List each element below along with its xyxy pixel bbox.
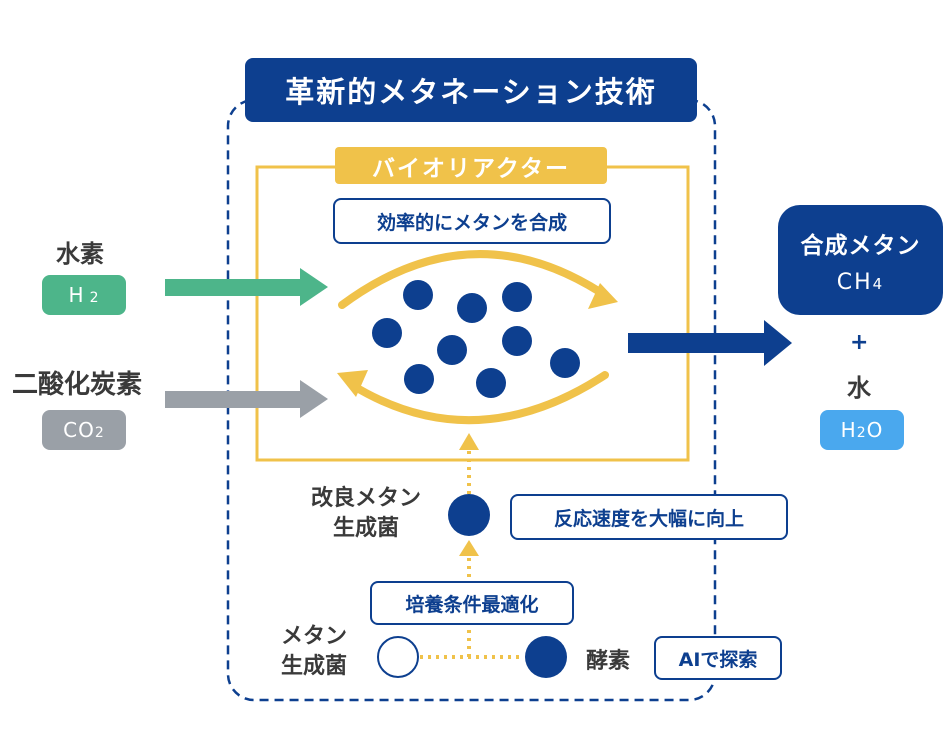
improved-caption-text: 反応速度を大幅に向上 <box>553 507 744 530</box>
hydrogen-arrow-shaft <box>165 279 303 296</box>
improved-methanogen-line2: 生成菌 <box>332 516 399 541</box>
improved-methanogen-circle <box>448 494 490 536</box>
hydrogen-formula-sub: 2 <box>89 290 100 306</box>
hydrogen-formula-main: H <box>68 283 85 307</box>
particle <box>437 335 467 365</box>
water-formula-pre: H <box>840 418 857 442</box>
reactor-caption-box: 効率的にメタンを合成 <box>333 198 611 244</box>
title-banner: 革新的メタネーション技術 <box>245 58 697 122</box>
title-text: 革新的メタネーション技術 <box>285 75 657 109</box>
methane-formula-main: CH <box>836 269 873 295</box>
methanogen-circle <box>377 636 419 678</box>
improved-caption-box: 反応速度を大幅に向上 <box>510 494 788 540</box>
methane-formula: CH4 <box>837 270 884 295</box>
output-arrow-head <box>764 320 792 366</box>
co2-formula-sub: 2 <box>94 425 105 441</box>
hydrogen-formula-pill: H 2 <box>42 275 126 315</box>
co2-formula-main: CO <box>63 418 95 442</box>
circulation-arrowhead-top <box>588 283 618 309</box>
bioreactor-label-text: バイオリアクター <box>372 155 570 182</box>
methane-formula-sub: 4 <box>872 274 885 293</box>
plus-sign: + <box>850 330 869 355</box>
methanogen-line1: メタン <box>280 624 347 649</box>
water-formula-sub: 2 <box>856 425 867 441</box>
particle <box>550 348 580 378</box>
hydrogen-label: 水素 <box>56 240 104 268</box>
co2-arrow-shaft <box>165 391 303 408</box>
circulation-arrow-top <box>338 250 604 309</box>
water-label: 水 <box>847 374 871 402</box>
reactor-caption-text: 効率的にメタンを合成 <box>376 211 567 234</box>
particle <box>502 326 532 356</box>
methane-name: 合成メタン <box>800 232 921 259</box>
culture-caption-text: 培養条件最適化 <box>405 593 539 616</box>
particle <box>403 280 433 310</box>
circulation-arrow-bottom <box>348 371 609 425</box>
particle <box>502 282 532 312</box>
hydrogen-arrow-head <box>300 268 328 306</box>
culture-caption-box: 培養条件最適化 <box>370 581 574 625</box>
co2-formula-pill: CO 2 <box>42 410 126 450</box>
bioreactor-label: バイオリアクター <box>335 147 607 184</box>
ai-caption-box: AIで探索 <box>654 636 782 680</box>
improved-methanogen-label: 改良メタン 生成菌 <box>296 484 436 544</box>
dotted-arrowhead-upper <box>459 433 479 450</box>
dotted-arrowhead-lower <box>459 540 479 556</box>
circulation-arrowhead-bottom <box>337 370 368 397</box>
methane-product-box: 合成メタン CH4 <box>778 205 943 315</box>
methanogen-line2: 生成菌 <box>280 654 347 679</box>
ai-caption-text: AIで探索 <box>678 648 758 671</box>
methanogen-label: メタン 生成菌 <box>258 622 370 682</box>
particle <box>457 293 487 323</box>
improved-methanogen-line1: 改良メタン <box>310 486 421 511</box>
co2-label: 二酸化炭素 <box>12 370 143 400</box>
particle <box>404 364 434 394</box>
co2-arrow-head <box>300 380 328 418</box>
enzyme-circle <box>525 636 567 678</box>
enzyme-label: 酵素 <box>586 649 631 674</box>
particle <box>372 318 402 348</box>
output-arrow-shaft <box>628 333 768 353</box>
water-formula-post: O <box>866 418 884 442</box>
particle <box>476 368 506 398</box>
